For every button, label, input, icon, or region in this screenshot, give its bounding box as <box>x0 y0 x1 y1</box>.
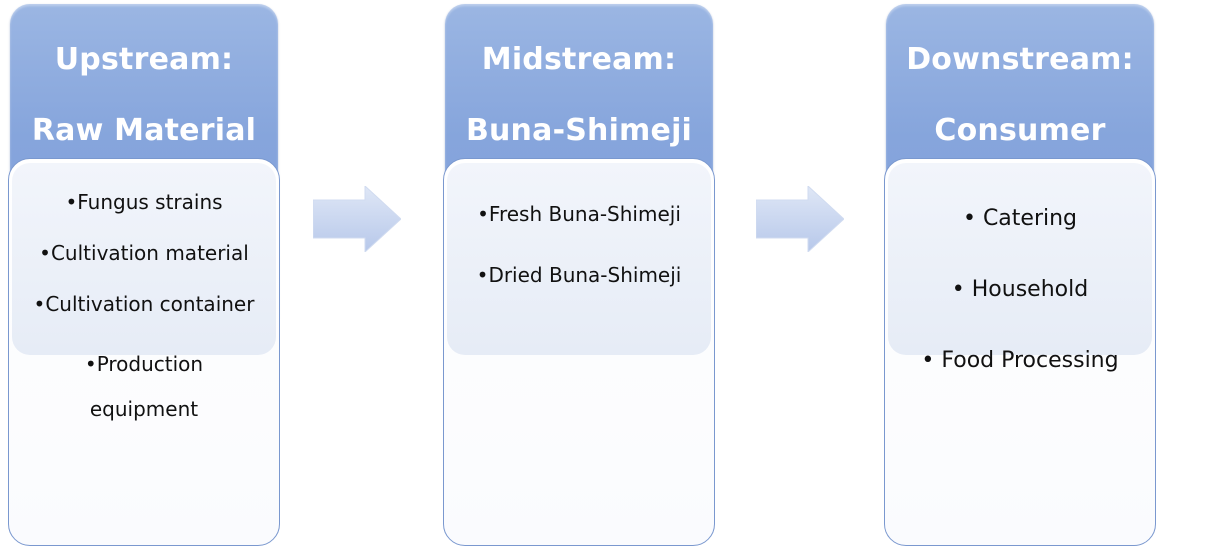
downstream-body-shade <box>888 163 1152 355</box>
midstream-title-line1: Midstream: <box>481 42 677 77</box>
list-item: •Fresh Buna-Shimeji <box>477 202 681 226</box>
list-item: •Production equipment <box>84 352 204 421</box>
list-item: • Catering <box>962 206 1078 231</box>
downstream-item-list: • Catering • Household • Food Processing <box>885 205 1155 418</box>
downstream-title-line1: Downstream: <box>906 42 1134 77</box>
upstream-column: Upstream: Raw Material •Fungus strains •… <box>8 4 284 550</box>
downstream-body: • Catering • Household • Food Processing <box>884 158 1156 546</box>
list-item: •Dried Buna-Shimeji <box>476 263 682 287</box>
list-item: • Household <box>951 277 1089 302</box>
downstream-title-line2: Consumer <box>934 113 1106 148</box>
upstream-item-list: •Fungus strains •Cultivation material •C… <box>9 189 279 432</box>
midstream-body-shade <box>447 163 711 355</box>
list-item: •Cultivation material <box>39 241 249 265</box>
upstream-title-line2: Raw Material <box>31 113 257 148</box>
midstream-title-line2: Buna-Shimeji <box>465 113 693 148</box>
upstream-title: Upstream: Raw Material <box>10 24 278 166</box>
list-item: •Fungus strains <box>65 190 223 214</box>
midstream-title: Midstream: Buna-Shimeji <box>445 24 713 166</box>
midstream-body: •Fresh Buna-Shimeji •Dried Buna-Shimeji <box>443 158 715 546</box>
right-arrow-icon <box>313 186 401 252</box>
upstream-body-shade <box>12 163 276 355</box>
right-arrow-icon <box>756 186 844 252</box>
upstream-body: •Fungus strains •Cultivation material •C… <box>8 158 280 546</box>
downstream-column: Downstream: Consumer • Catering • Househ… <box>884 4 1160 550</box>
list-item: • Food Processing <box>921 348 1119 373</box>
midstream-column: Midstream: Buna-Shimeji •Fresh Buna-Shim… <box>443 4 719 550</box>
downstream-title: Downstream: Consumer <box>886 24 1154 166</box>
list-item: •Cultivation container <box>33 292 255 316</box>
midstream-item-list: •Fresh Buna-Shimeji •Dried Buna-Shimeji <box>444 201 714 323</box>
upstream-title-line1: Upstream: <box>54 42 234 77</box>
